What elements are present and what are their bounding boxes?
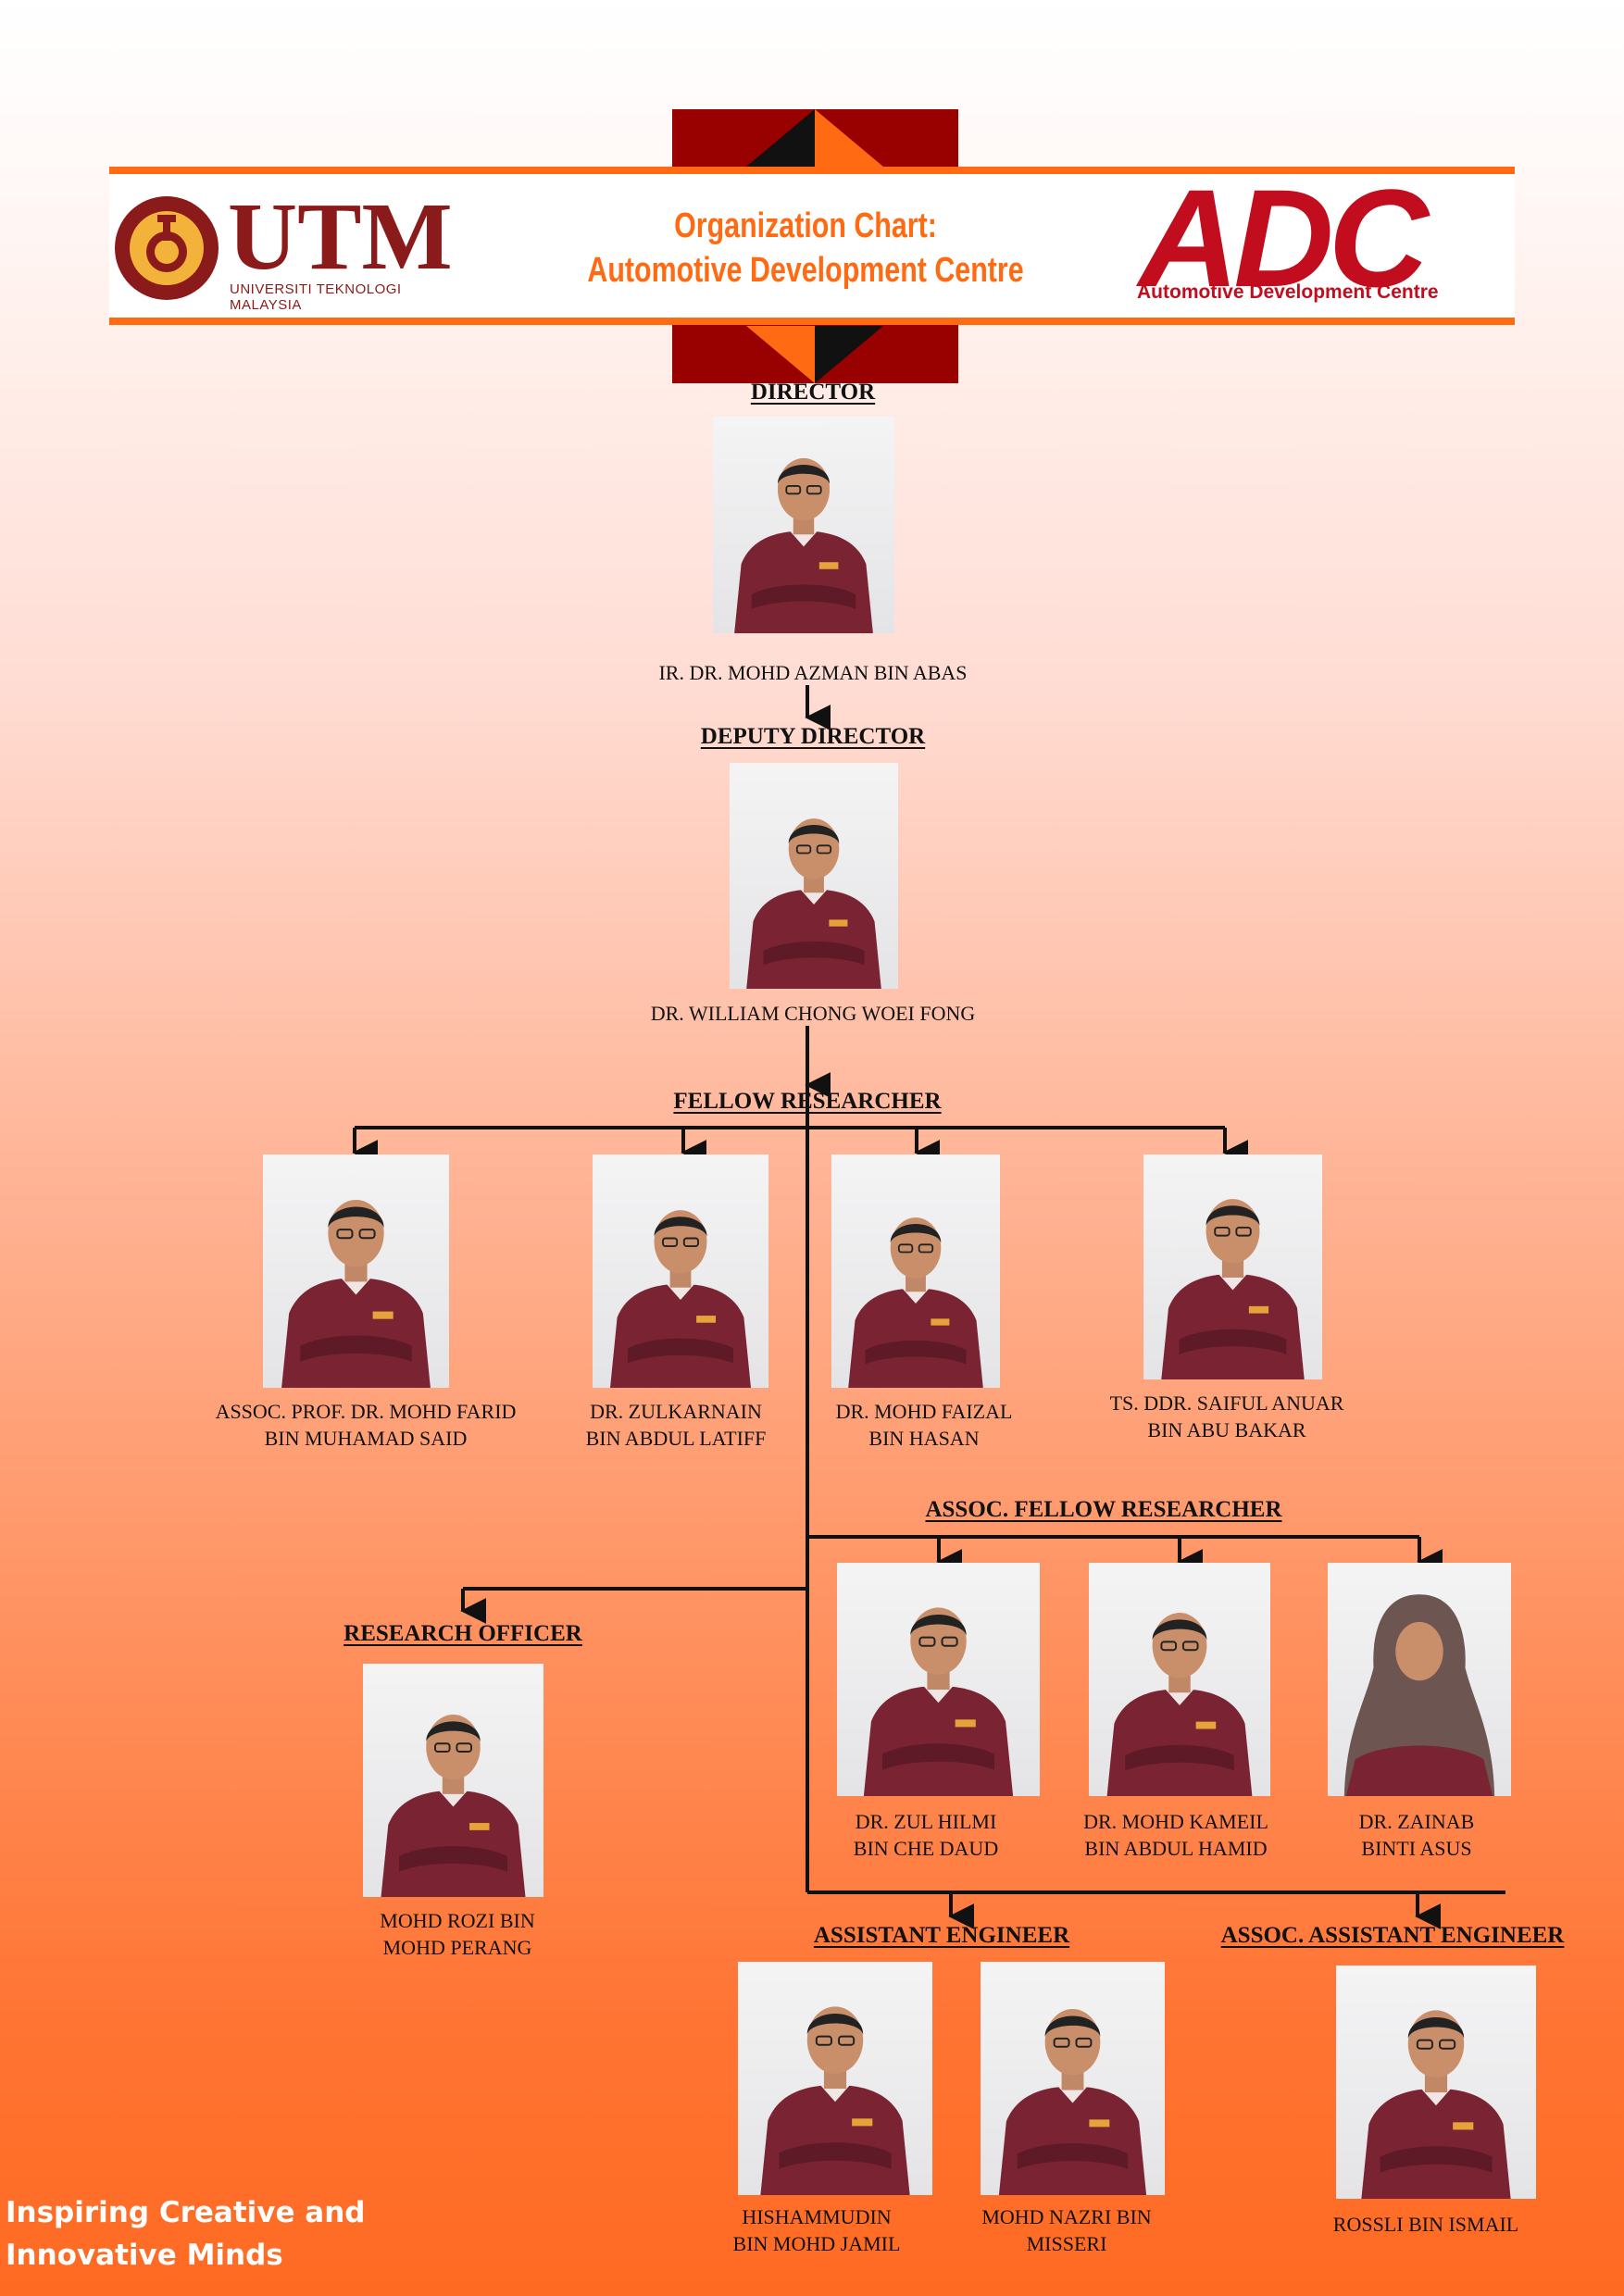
utm-wordmark: UTM [228, 183, 453, 290]
deputy-director-name: DR. WILLIAM CHONG WOEI FONG [650, 1002, 976, 1025]
tagline-line-1: Inspiring Creative and [6, 2196, 366, 2229]
name-line-1: HISHAMMUDIN [742, 2205, 892, 2228]
assoc-assistant-engineer-heading: ASSOC. ASSISTANT ENGINEER [1220, 1923, 1565, 1948]
tagline-line-2: Innovative Minds [6, 2239, 283, 2272]
deputy-director-heading: DEPUTY DIRECTOR [700, 724, 926, 749]
person-silhouette-icon [1106, 1613, 1253, 1796]
title-line-1: Organization Chart: [674, 206, 937, 245]
person-silhouette-icon [848, 1217, 983, 1388]
deputy-director-photo [730, 763, 898, 989]
name-line-2: BIN MOHD JAMIL [732, 2232, 901, 2255]
header-white-band [109, 174, 1515, 318]
utm-subtitle: UNIVERSITI TEKNOLOGI MALAYSIA [230, 281, 402, 313]
person-silhouette-icon [998, 2009, 1147, 2195]
name-line-1: ROSSLI BIN ISMAIL [1332, 2213, 1519, 2236]
fellow-researcher-photo [831, 1154, 1000, 1388]
assoc-assistant-engineer-photo [1336, 1965, 1536, 2199]
fellow-researcher-photo [263, 1154, 449, 1388]
page-title: Organization Chart: Automotive Developme… [481, 204, 1130, 293]
header-rule-bottom [109, 318, 1515, 325]
name-line-2: BIN CHE DAUD [853, 1837, 999, 1860]
assoc-fellow-researcher-name: DR. MOHD KAMEIL BIN ABDUL HAMID [1037, 1808, 1315, 1862]
name-line-1: MOHD ROZI BIN [380, 1909, 535, 1932]
assistant-engineer-name: MOHD NAZRI BIN MISSERI [937, 2203, 1196, 2257]
assistant-engineer-name: HISHAMMUDIN BIN MOHD JAMIL [687, 2203, 946, 2257]
director-heading: DIRECTOR [750, 380, 876, 405]
footer-tagline: Inspiring Creative and Innovative Minds [6, 2191, 468, 2277]
name-line-1: DR. MOHD KAMEIL [1083, 1810, 1268, 1833]
assoc-fellow-researcher-photo [1089, 1563, 1270, 1796]
name-line-2: BIN MUHAMAD SAID [264, 1427, 468, 1450]
adc-logo: ADC Automotive Development Centre [1135, 168, 1505, 311]
assoc-fellow-researcher-photo [837, 1563, 1040, 1796]
name-line-2: MOHD PERANG [382, 1936, 532, 1959]
director-photo [713, 417, 894, 633]
director-name: IR. DR. MOHD AZMAN BIN ABAS [658, 661, 968, 684]
name-line-1: DR. MOHD FAIZAL [835, 1400, 1013, 1423]
name-line-2: BIN ABDUL HAMID [1084, 1837, 1268, 1860]
person-silhouette-icon [1361, 2010, 1511, 2199]
fellow-researcher-photo [1143, 1154, 1322, 1379]
person-silhouette-icon [734, 457, 873, 633]
person-silhouette-icon [281, 1199, 431, 1388]
name-line-1: DR. ZULKARNAIN [590, 1400, 762, 1423]
name-line-2: BINTI ASUS [1361, 1837, 1472, 1860]
fellow-researcher-name: ASSOC. PROF. DR. MOHD FARID BIN MUHAMAD … [162, 1398, 569, 1452]
name-line-2: MISSERI [1026, 2232, 1107, 2255]
utm-logo: UTM UNIVERSITI TEKNOLOGI MALAYSIA [111, 189, 453, 313]
fellow-researcher-name: TS. DDR. SAIFUL ANUAR BIN ABU BAKAR [1065, 1390, 1389, 1443]
fellow-researcher-name: DR. MOHD FAIZAL BIN HASAN [785, 1398, 1063, 1452]
header-rule-top [109, 167, 1515, 174]
assistant-engineer-photo [981, 1962, 1165, 2195]
person-silhouette-icon [1161, 1199, 1305, 1379]
assoc-fellow-researcher-photo [1328, 1563, 1511, 1796]
name-line-1: ASSOC. PROF. DR. MOHD FARID [215, 1400, 517, 1423]
person-silhouette-icon [746, 818, 881, 989]
utm-seal-icon [115, 196, 219, 300]
assoc-assistant-engineer-name: ROSSLI BIN ISMAIL [1296, 2211, 1555, 2238]
fellow-researcher-photo [593, 1154, 768, 1388]
assoc-fellow-researcher-heading: ASSOC. FELLOW RESEARCHER [925, 1497, 1282, 1522]
assoc-fellow-researcher-name: DR. ZUL HILMI BIN CHE DAUD [796, 1808, 1056, 1862]
research-officer-photo [363, 1664, 543, 1897]
assoc-fellow-researcher-name: DR. ZAINAB BINTI ASUS [1296, 1808, 1537, 1862]
name-line-2: BIN ABDUL LATIFF [585, 1427, 767, 1450]
person-silhouette-icon [1343, 1594, 1495, 1796]
assistant-engineer-photo [738, 1962, 932, 2195]
name-line-2: BIN HASAN [868, 1427, 980, 1450]
person-silhouette-icon [863, 1607, 1014, 1796]
name-line-1: DR. ZUL HILMI [855, 1810, 997, 1833]
assistant-engineer-heading: ASSISTANT ENGINEER [813, 1923, 1070, 1948]
research-officer-name: MOHD ROZI BIN MOHD PERANG [319, 1907, 596, 1961]
title-line-2: Automotive Development Centre [587, 251, 1024, 290]
fellow-researcher-heading: FELLOW RESEARCHER [673, 1089, 942, 1114]
fellow-researcher-name: DR. ZULKARNAIN BIN ABDUL LATIFF [537, 1398, 815, 1452]
person-silhouette-icon [381, 1715, 526, 1897]
name-line-2: BIN ABU BAKAR [1147, 1418, 1306, 1441]
research-officer-heading: RESEARCH OFFICER [344, 1621, 582, 1646]
person-silhouette-icon [760, 2006, 910, 2195]
name-line-1: MOHD NAZRI BIN [981, 2205, 1152, 2228]
name-line-1: DR. ZAINAB [1358, 1810, 1475, 1833]
person-silhouette-icon [610, 1210, 751, 1388]
adc-wordmark: ADC [1139, 160, 1429, 316]
name-line-1: TS. DDR. SAIFUL ANUAR [1109, 1391, 1344, 1415]
adc-subtitle: Automotive Development Centre [1137, 281, 1439, 303]
